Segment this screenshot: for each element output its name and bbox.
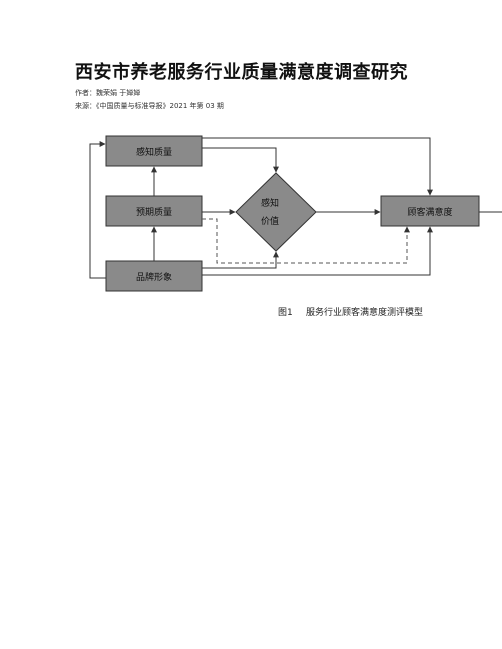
expected-quality-box — [105, 195, 203, 227]
perceived-quality-label: 感知质量 — [136, 146, 172, 158]
perceived-value-diamond — [235, 172, 317, 252]
brand-image-label: 品牌形象 — [136, 271, 172, 283]
article-title: 西安市养老服务行业质量满意度调查研究 — [75, 62, 408, 83]
perceived-quality-box — [105, 135, 203, 167]
arrow-brand-to-perceived — [89, 141, 106, 279]
arrow-perceived-to-value — [202, 147, 279, 173]
arrow-perceived-to-satisfaction — [202, 137, 433, 196]
figure-caption-number: 图1 — [278, 307, 293, 318]
perceived-value-label-2: 价值 — [261, 215, 279, 227]
model-diagram: 感知质量 预期质量 品牌形象 感知 价值 顾客满意度 图1 服务行业顾客满意度测… — [89, 135, 502, 318]
dashed-expected-to-satisfaction — [202, 218, 410, 264]
figure-caption-text: 服务行业顾客满意度测评模型 — [306, 306, 423, 318]
arrow-brand-to-value — [202, 251, 279, 269]
perceived-value-label-1: 感知 — [261, 197, 279, 209]
source-line: 来源：《中国质量与标准导报》2021 年第 03 期 — [75, 102, 224, 110]
arrow-brand-to-satisfaction — [202, 226, 433, 276]
customer-satisfaction-label: 顾客满意度 — [407, 206, 452, 218]
customer-satisfaction-box — [380, 195, 480, 227]
authors-line: 作者：魏荣娟 于婵婵 — [75, 89, 141, 97]
expected-quality-label: 预期质量 — [136, 206, 172, 218]
